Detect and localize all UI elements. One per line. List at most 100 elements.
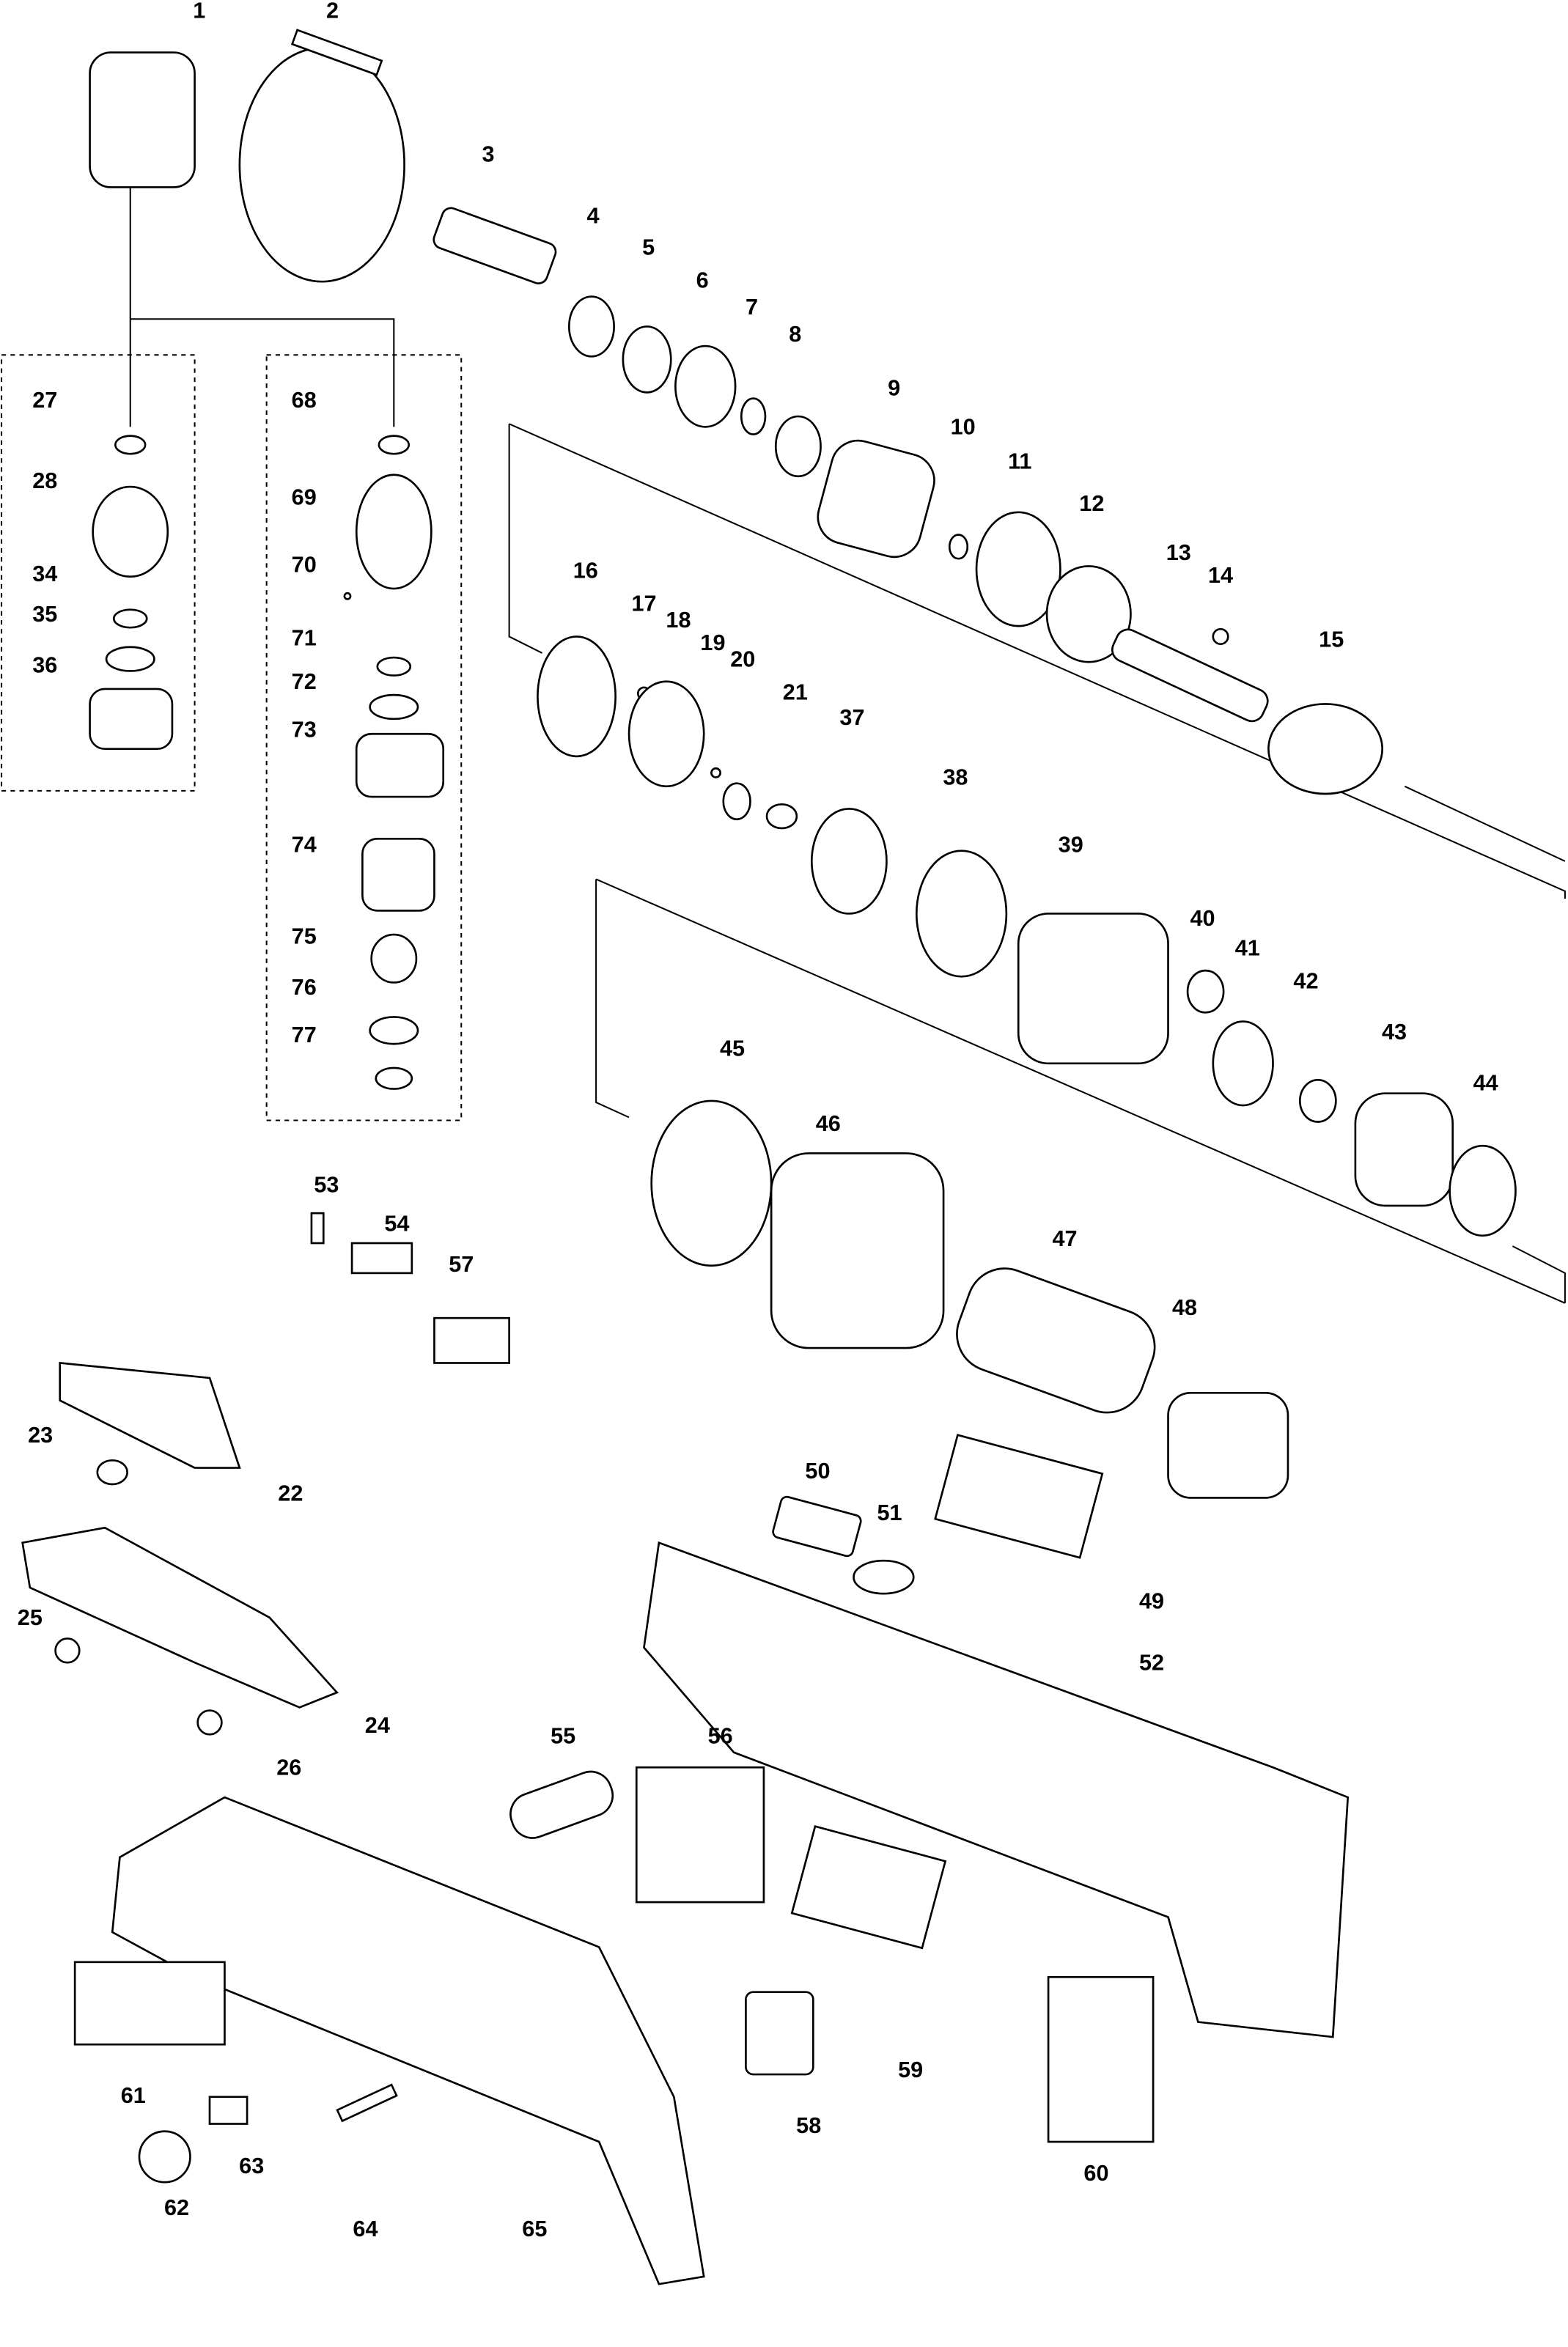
part-ring-gear-43 [1354, 1092, 1454, 1207]
part-ring-7 [740, 397, 767, 435]
part-label-49 [934, 1434, 1104, 1559]
part-ring-8 [774, 415, 822, 478]
part-washer-27 [114, 435, 147, 455]
part-bevel-gear-69 [355, 474, 433, 590]
part-bearing-12 [1045, 565, 1132, 663]
part-gear-42 [1298, 1078, 1337, 1123]
part-label-2: 2 [326, 0, 339, 23]
part-label-25: 25 [18, 1605, 43, 1630]
part-label-24: 24 [365, 1713, 390, 1738]
part-bearing-6 [674, 345, 737, 428]
part-label-15: 15 [1319, 627, 1344, 652]
part-washer-71 [376, 656, 412, 677]
part-nut-36 [89, 688, 174, 751]
part-cover-24 [21, 1526, 339, 1709]
part-label-17: 17 [631, 592, 656, 616]
part-label-59: 59 [898, 2057, 923, 2082]
part-label-64: 64 [353, 2217, 378, 2241]
part-ring-20 [722, 782, 751, 821]
part-label-46: 46 [816, 1111, 841, 1136]
part-housing-front [89, 51, 196, 188]
part-spring-15 [1267, 703, 1383, 795]
part-label-48: 48 [1172, 1295, 1197, 1320]
part-label-8: 8 [789, 322, 801, 347]
part-screw-64 [336, 2083, 398, 2123]
part-label-57: 57 [449, 1252, 474, 1277]
part-screw-25 [54, 1637, 81, 1664]
part-label-76: 76 [292, 975, 317, 1000]
part-battery-cover-55 [509, 1770, 614, 1839]
part-washer-34 [112, 608, 148, 629]
part-brush-63 [208, 2096, 249, 2125]
part-screw-2 [290, 29, 383, 76]
part-ball-19 [710, 767, 722, 778]
part-label-4: 4 [586, 203, 599, 228]
part-label-16: 16 [573, 559, 598, 583]
part-housing-65 [111, 1796, 705, 2285]
part-washer-68 [378, 435, 411, 455]
part-nut-73 [355, 732, 445, 798]
part-label-23: 23 [28, 1423, 53, 1448]
part-label-56: 56 [708, 1724, 733, 1749]
guide-lines [1, 187, 1566, 1304]
part-label-47: 47 [1053, 1226, 1078, 1251]
guide-line-upper [508, 423, 1566, 899]
part-label-19: 19 [700, 630, 725, 655]
part-label-6: 6 [696, 268, 709, 292]
part-label-73: 73 [292, 717, 317, 742]
part-label-13: 13 [1166, 540, 1191, 565]
part-label-27: 27 [32, 388, 57, 413]
part-label-77: 77 [292, 1023, 317, 1047]
part-label-5: 5 [642, 235, 655, 259]
part-gear-housing-39 [1017, 913, 1169, 1065]
part-label-45: 45 [720, 1036, 745, 1061]
part-label-43: 43 [1382, 1020, 1407, 1044]
part-armature-47 [956, 1267, 1156, 1414]
part-pin-21 [765, 803, 798, 830]
part-sleeve-74 [361, 837, 435, 912]
part-pad-51 [853, 1559, 915, 1595]
part-label-14: 14 [1208, 563, 1233, 588]
part-bearing-4 [568, 295, 615, 358]
part-label-55: 55 [551, 1724, 575, 1749]
part-cover-22 [59, 1362, 241, 1469]
part-plate-18 [627, 680, 705, 788]
part-label-28: 28 [32, 468, 57, 493]
part-label-69: 69 [292, 485, 317, 510]
part-label-70: 70 [292, 553, 317, 578]
part-label-26: 26 [276, 1755, 301, 1780]
part-label-62: 62 [164, 2195, 189, 2220]
part-shaft-13 [1111, 628, 1269, 723]
part-field-46 [770, 1152, 945, 1349]
part-label-7: 7 [746, 295, 758, 320]
part-label-71: 71 [292, 626, 317, 651]
part-fan-baffle-45 [650, 1099, 773, 1267]
part-snap-ring-77 [375, 1066, 413, 1090]
part-label-9: 9 [888, 375, 900, 400]
part-plate-16 [537, 635, 616, 758]
part-spring-53 [310, 1212, 325, 1245]
part-screw-26 [196, 1709, 223, 1736]
part-label-20: 20 [730, 646, 755, 671]
part-sensor-23 [96, 1459, 128, 1486]
part-ring-76 [369, 1016, 419, 1045]
part-gear-40 [1186, 969, 1225, 1014]
part-cap-62 [138, 2130, 191, 2184]
part-label-49: 49 [1139, 1589, 1164, 1614]
part-plate-50 [772, 1495, 862, 1558]
part-label-68: 68 [292, 388, 317, 413]
part-board-58 [745, 1991, 814, 2076]
part-label-52: 52 [1139, 1650, 1164, 1675]
part-o-ring-35 [105, 646, 155, 672]
part-switch-57 [433, 1316, 510, 1364]
part-label-65: 65 [522, 2217, 547, 2241]
part-label-50: 50 [805, 1459, 830, 1484]
part-label-34: 34 [32, 561, 57, 586]
part-spring-10 [948, 534, 969, 560]
part-spindle-3 [433, 207, 557, 284]
part-plate-44 [1449, 1144, 1517, 1237]
part-label-63: 63 [239, 2153, 264, 2178]
part-label-11: 11 [1008, 449, 1031, 474]
part-sleeve-9 [817, 439, 935, 559]
part-label-3: 3 [482, 142, 494, 167]
